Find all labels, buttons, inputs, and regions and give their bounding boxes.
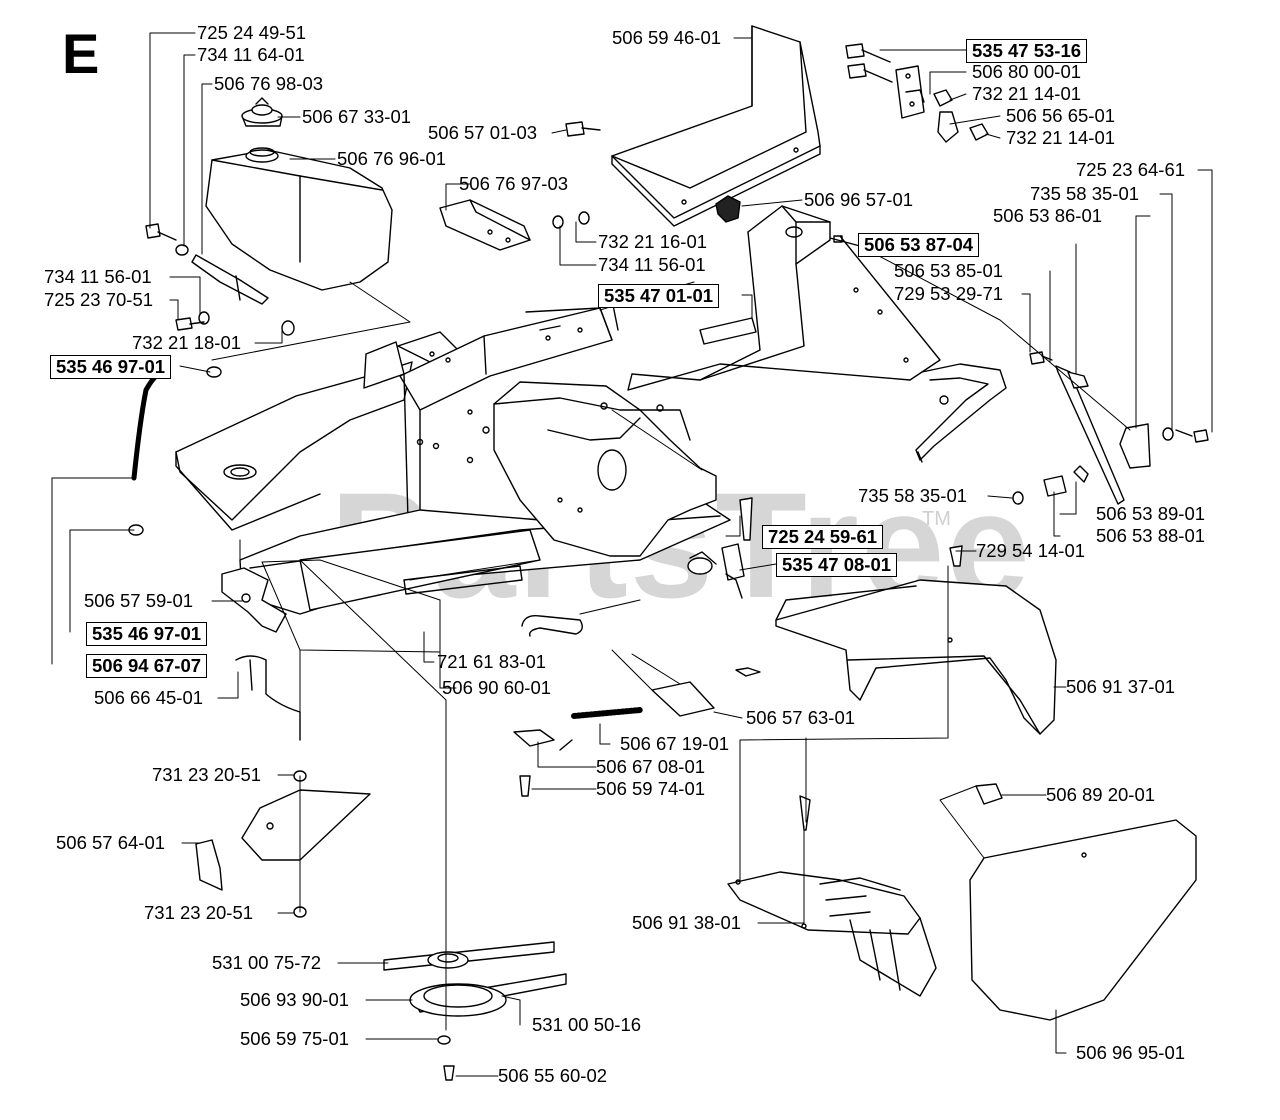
- part-number-label[interactable]: 732 21 14-01: [1006, 127, 1116, 148]
- part-number-label[interactable]: 506 96 57-01: [804, 189, 914, 210]
- part-number-label[interactable]: 506 76 97-03: [459, 173, 569, 194]
- part-number-label[interactable]: 506 67 33-01: [302, 106, 412, 127]
- drive-pulley: [383, 941, 567, 1017]
- pedal-bracket: [493, 381, 717, 557]
- part-number-label-highlighted[interactable]: 535 47 01-01: [598, 284, 720, 308]
- part-number-label[interactable]: 732 21 18-01: [132, 332, 242, 353]
- part-number-label[interactable]: 506 67 19-01: [620, 733, 730, 754]
- part-number-label[interactable]: 734 11 56-01: [598, 254, 706, 275]
- part-number-label[interactable]: 506 53 89-01: [1096, 503, 1206, 524]
- upper-frame: [627, 205, 1007, 463]
- part-number-label-highlighted[interactable]: 506 94 67-07: [86, 654, 208, 678]
- part-number-label-highlighted[interactable]: 535 46 97-01: [86, 622, 208, 646]
- part-number-label[interactable]: 506 59 74-01: [596, 778, 706, 799]
- part-number-label[interactable]: 506 91 38-01: [632, 912, 742, 933]
- sheet-letter: E: [62, 22, 100, 85]
- part-number-label[interactable]: 506 76 98-03: [214, 73, 324, 94]
- part-number-label[interactable]: 506 57 64-01: [56, 832, 166, 853]
- rubber-bumper: [715, 195, 741, 223]
- part-number-label[interactable]: 506 67 08-01: [596, 756, 706, 777]
- part-number-label-highlighted[interactable]: 725 24 59-61: [762, 525, 884, 549]
- screws: [145, 43, 1209, 1081]
- side-panel: [969, 819, 1197, 1021]
- return-spring: [521, 615, 643, 751]
- part-number-label[interactable]: 506 76 96-01: [337, 148, 447, 169]
- part-number-label[interactable]: 506 89 20-01: [1046, 784, 1156, 805]
- part-number-label[interactable]: 721 61 83-01: [437, 651, 547, 672]
- washers: [175, 211, 1174, 1045]
- rear-cover: [775, 579, 1057, 735]
- tank-bracket: [439, 199, 531, 251]
- part-number-label[interactable]: 725 23 64-61: [1076, 159, 1186, 180]
- part-number-label[interactable]: 734 11 64-01: [197, 44, 305, 65]
- fuel-tank: [205, 147, 393, 291]
- part-number-label-highlighted[interactable]: 535 46 97-01: [50, 355, 172, 379]
- part-number-label[interactable]: 531 00 50-16: [532, 1014, 642, 1035]
- part-number-label[interactable]: 731 23 20-51: [152, 764, 262, 785]
- part-number-label[interactable]: 506 57 59-01: [84, 590, 194, 611]
- part-number-label[interactable]: 506 96 95-01: [1076, 1042, 1186, 1063]
- throttle-link: [1043, 365, 1151, 505]
- part-number-label[interactable]: 732 21 14-01: [972, 83, 1082, 104]
- part-number-label[interactable]: 506 59 46-01: [612, 27, 722, 48]
- part-number-label[interactable]: 735 58 35-01: [858, 485, 968, 506]
- brake-plate: [513, 543, 1003, 805]
- part-number-label[interactable]: 732 21 16-01: [598, 231, 708, 252]
- part-number-label[interactable]: 506 66 45-01: [94, 687, 204, 708]
- part-number-label[interactable]: 506 80 00-01: [972, 61, 1082, 82]
- part-number-label[interactable]: 506 91 37-01: [1066, 676, 1176, 697]
- part-number-label[interactable]: 506 56 65-01: [1006, 105, 1116, 126]
- part-number-label[interactable]: 506 90 60-01: [442, 677, 552, 698]
- part-number-label[interactable]: 506 55 60-02: [498, 1065, 608, 1086]
- tank-strap: [191, 254, 269, 305]
- bottom-plate: [727, 871, 937, 997]
- hex-nuts: [933, 89, 989, 141]
- part-number-label[interactable]: 735 58 35-01: [1030, 183, 1140, 204]
- part-number-label[interactable]: 725 23 70-51: [44, 289, 154, 310]
- clip-bracket: [895, 65, 959, 143]
- part-number-label-highlighted[interactable]: 535 47 53-16: [966, 39, 1088, 63]
- part-number-label[interactable]: 506 53 85-01: [894, 260, 1004, 281]
- part-number-label[interactable]: 729 54 14-01: [976, 540, 1086, 561]
- part-number-label[interactable]: 531 00 75-72: [212, 952, 322, 973]
- part-number-label[interactable]: 731 23 20-51: [144, 902, 254, 923]
- leader-lines: [51, 32, 1213, 1077]
- part-number-label[interactable]: 729 53 29-71: [894, 283, 1004, 304]
- footboard-plate: [611, 25, 821, 227]
- fuel-cap: [241, 97, 283, 127]
- part-number-label-highlighted[interactable]: 506 53 87-04: [858, 233, 980, 257]
- watermark-trademark: TM: [922, 508, 951, 530]
- part-number-label[interactable]: 506 59 75-01: [240, 1028, 350, 1049]
- part-number-label[interactable]: 506 53 88-01: [1096, 525, 1206, 546]
- part-number-label[interactable]: 506 57 01-03: [428, 122, 538, 143]
- part-number-label[interactable]: 734 11 56-01: [44, 266, 152, 287]
- part-number-label-highlighted[interactable]: 535 47 08-01: [776, 553, 898, 577]
- part-number-label[interactable]: 506 57 63-01: [746, 707, 856, 728]
- part-number-label[interactable]: 506 53 86-01: [993, 205, 1103, 226]
- part-number-label[interactable]: 506 93 90-01: [240, 989, 350, 1010]
- part-number-label[interactable]: 725 24 49-51: [197, 22, 307, 43]
